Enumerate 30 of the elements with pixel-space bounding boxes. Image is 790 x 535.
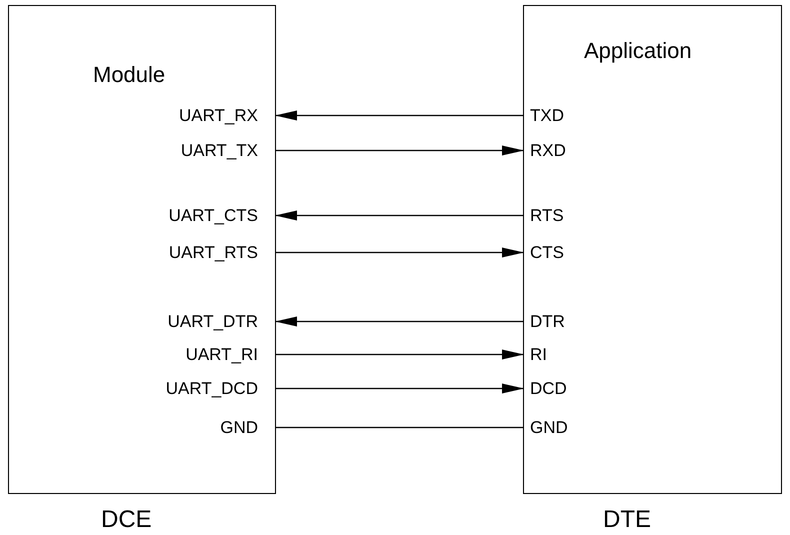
box-title: Application (584, 38, 692, 64)
signal-line (275, 210, 524, 220)
pin-label: RTS (524, 204, 614, 228)
pin-label: UART_RX (125, 104, 275, 128)
box-title: Module (93, 62, 166, 88)
device-box (8, 5, 276, 494)
pin-label: RI (524, 342, 614, 366)
device-label: DTE (603, 506, 651, 534)
pin-label: UART_RI (125, 342, 275, 366)
signal-line (275, 384, 524, 394)
pin-label: UART_DCD (125, 376, 275, 400)
pin-label: UART_TX (125, 138, 275, 162)
pin-label: UART_RTS (125, 240, 275, 264)
pin-label: TXD (524, 104, 614, 128)
signal-line (275, 248, 524, 258)
signal-line (275, 316, 524, 326)
pin-label: DTR (524, 310, 614, 334)
pin-label: UART_DTR (125, 310, 275, 334)
signal-line (275, 110, 524, 120)
signal-line (275, 350, 524, 360)
pin-label: GND (524, 416, 614, 440)
pin-label: RXD (524, 138, 614, 162)
device-box (523, 5, 782, 494)
pin-label: CTS (524, 240, 614, 264)
signal-line (275, 146, 524, 156)
pin-label: DCD (524, 376, 614, 400)
device-label: DCE (101, 506, 152, 534)
pin-label: UART_CTS (125, 204, 275, 228)
pin-label: GND (125, 416, 275, 440)
signal-line (275, 426, 524, 428)
